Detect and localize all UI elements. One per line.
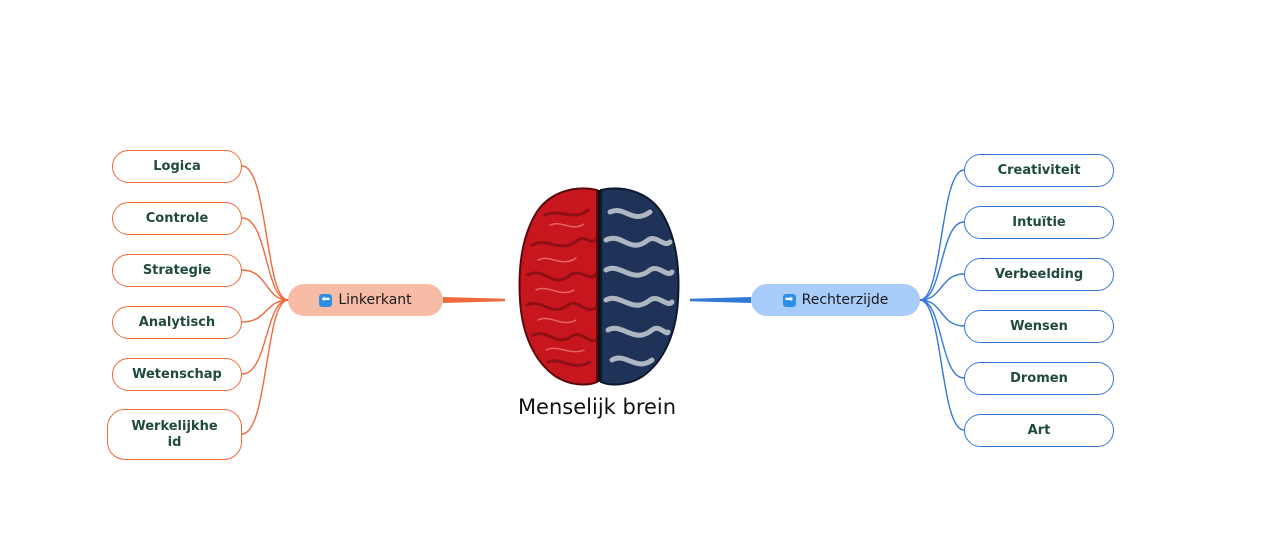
- leaf-label: Verbeelding: [994, 266, 1084, 282]
- leaf-wetenschap[interactable]: Wetenschap: [112, 358, 242, 391]
- leaf-logica[interactable]: Logica: [112, 150, 242, 183]
- connector-left-6: [241, 299, 289, 435]
- leaf-werkelijkheid[interactable]: Werkelijkhe id: [107, 409, 242, 460]
- leaf-label: Dromen: [1010, 370, 1068, 386]
- trunk-left: [443, 297, 505, 303]
- connector-right-5: [919, 299, 965, 379]
- leaf-creativiteit[interactable]: Creativiteit: [964, 154, 1114, 187]
- connector-right-3: [919, 273, 965, 301]
- branch-linkerkant[interactable]: ⬅ Linkerkant: [288, 284, 443, 316]
- leaf-strategie[interactable]: Strategie: [112, 254, 242, 287]
- leaf-analytisch[interactable]: Analytisch: [112, 306, 242, 339]
- connector-left-3: [241, 269, 289, 301]
- leaf-label: Werkelijkhe id: [131, 418, 218, 450]
- leaf-label: Wensen: [1010, 318, 1068, 334]
- leaf-label: Logica: [153, 158, 201, 174]
- connector-right-1: [919, 169, 965, 301]
- branch-label: Rechterzijde: [801, 292, 889, 308]
- connector-right-2: [919, 221, 965, 301]
- leaf-label: Analytisch: [138, 314, 216, 330]
- connector-right-6: [919, 299, 965, 431]
- leaf-label: Wetenschap: [132, 366, 222, 382]
- trunk-right: [690, 297, 751, 303]
- connector-left-5: [241, 299, 289, 375]
- leaf-art[interactable]: Art: [964, 414, 1114, 447]
- branch-rechterzijde[interactable]: ➡ Rechterzijde: [751, 284, 920, 316]
- leaf-label: Strategie: [142, 262, 212, 278]
- leaf-label: Intuïtie: [1012, 214, 1066, 230]
- connector-left-4: [241, 299, 289, 323]
- branch-label: Linkerkant: [338, 292, 412, 308]
- connector-right-4: [919, 299, 965, 327]
- leaf-wensen[interactable]: Wensen: [964, 310, 1114, 343]
- leaf-label: Controle: [145, 210, 209, 226]
- leaf-label: Art: [1027, 422, 1051, 438]
- connector-left-2: [241, 217, 289, 301]
- right-arrow-icon: ➡: [782, 293, 796, 307]
- left-arrow-icon: ⬅: [319, 293, 333, 307]
- leaf-dromen[interactable]: Dromen: [964, 362, 1114, 395]
- central-topic-title[interactable]: Menselijk brein: [517, 395, 677, 419]
- leaf-label: Creativiteit: [997, 162, 1081, 178]
- connector-left-1: [241, 165, 289, 301]
- brain-image: [518, 187, 680, 386]
- leaf-intuitie[interactable]: Intuïtie: [964, 206, 1114, 239]
- leaf-controle[interactable]: Controle: [112, 202, 242, 235]
- leaf-verbeelding[interactable]: Verbeelding: [964, 258, 1114, 291]
